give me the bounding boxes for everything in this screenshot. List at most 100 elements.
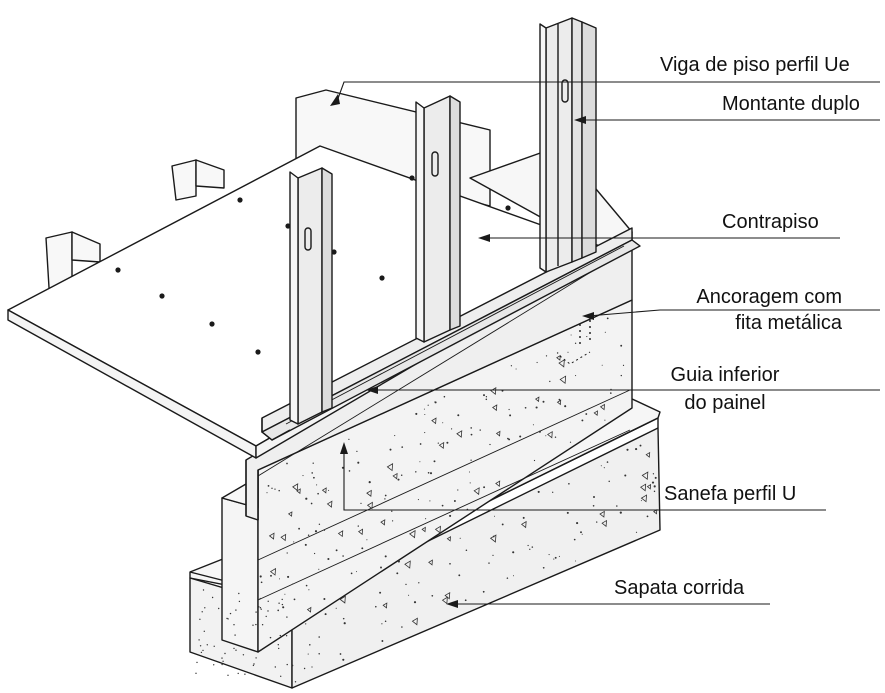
concrete-aggregate — [339, 595, 346, 604]
concrete-speck — [587, 408, 589, 410]
concrete-texture — [195, 317, 658, 683]
screw-dot — [209, 321, 215, 327]
concrete-speck — [269, 636, 272, 639]
concrete-speck — [282, 606, 285, 609]
concrete-aggregate — [593, 410, 598, 416]
concrete-speck — [278, 578, 281, 580]
concrete-speck — [501, 523, 504, 526]
concrete-speck — [624, 474, 627, 477]
concrete-aggregate — [386, 462, 394, 472]
concrete-speck — [442, 422, 444, 424]
concrete-speck — [512, 551, 515, 554]
concrete-speck — [328, 489, 330, 491]
concrete-speck — [342, 555, 344, 557]
concrete-speck — [226, 617, 228, 620]
concrete-aggregate — [326, 500, 333, 508]
concrete-speck — [324, 530, 326, 531]
leader-sanefa — [340, 442, 826, 511]
concrete-speck — [318, 523, 321, 525]
concrete-speck — [527, 544, 529, 547]
concrete-speck — [227, 674, 229, 676]
concrete-speck — [313, 552, 316, 555]
concrete-speck — [575, 560, 577, 562]
concrete-speck — [433, 460, 436, 463]
concrete-speck — [488, 562, 490, 564]
concrete-speck — [465, 549, 468, 552]
concrete-speck — [380, 566, 382, 569]
concrete-speck — [427, 471, 430, 474]
concrete-speck — [558, 555, 560, 557]
concrete-speck — [485, 398, 488, 401]
concrete-aggregate — [404, 560, 411, 569]
concrete-speck — [401, 626, 403, 628]
label-guia-2: do painel — [684, 392, 766, 414]
concrete-speck — [348, 438, 350, 441]
concrete-speck — [343, 622, 346, 625]
concrete-speck — [309, 644, 311, 646]
concrete-speck — [489, 443, 491, 446]
screw-dot — [159, 293, 165, 299]
concrete-speck — [441, 504, 444, 507]
concrete-speck — [259, 575, 262, 578]
concrete-speck — [274, 488, 276, 490]
concrete-speck — [202, 589, 205, 591]
concrete-speck — [221, 663, 223, 666]
concrete-speck — [601, 364, 603, 366]
concrete-speck — [434, 401, 436, 403]
concrete-speck — [483, 394, 485, 397]
concrete-speck — [443, 395, 446, 398]
concrete-speck — [482, 590, 485, 593]
concrete-aggregate — [357, 528, 364, 536]
concrete-speck — [553, 558, 555, 560]
leader-guia — [366, 386, 880, 394]
concrete-speck — [307, 653, 309, 655]
concrete-speck — [519, 435, 522, 438]
concrete-aggregate — [321, 487, 327, 494]
concrete-aggregate — [380, 519, 386, 526]
concrete-speck — [204, 607, 206, 609]
concrete-speck — [606, 317, 609, 320]
concrete-speck — [238, 600, 241, 603]
concrete-speck — [507, 437, 509, 440]
concrete-speck — [242, 654, 245, 656]
concrete-speck — [619, 511, 622, 514]
concrete-speck — [327, 557, 330, 561]
concrete-speck — [305, 497, 308, 500]
concrete-speck — [303, 667, 306, 670]
concrete-speck — [267, 610, 269, 612]
concrete-speck — [252, 624, 254, 626]
concrete-speck — [286, 462, 288, 465]
concrete-speck — [566, 511, 569, 514]
concrete-speck — [575, 375, 577, 377]
concrete-speck — [545, 355, 548, 357]
concrete-speck — [255, 657, 257, 659]
concrete-speck — [199, 618, 201, 620]
concrete-speck — [394, 435, 396, 437]
screw-dot — [331, 249, 337, 255]
concrete-speck — [431, 594, 434, 597]
concrete-speck — [348, 470, 351, 472]
concrete-aggregate — [558, 359, 565, 368]
label-viga-de-piso: Viga de piso perfil Ue — [660, 54, 850, 76]
concrete-speck — [233, 647, 235, 650]
concrete-speck — [260, 608, 262, 610]
concrete-speck — [291, 664, 294, 667]
concrete-aggregate — [491, 404, 498, 412]
concrete-speck — [522, 516, 525, 519]
concrete-speck — [285, 635, 288, 637]
concrete-aggregate — [438, 441, 445, 449]
concrete-speck — [266, 492, 268, 494]
concrete-speck — [313, 476, 315, 479]
concrete-speck — [357, 525, 359, 527]
concrete-speck — [469, 482, 471, 484]
concrete-speck — [316, 484, 318, 486]
stud-left — [289, 167, 333, 425]
concrete-speck — [277, 644, 279, 646]
concrete-speck — [449, 514, 452, 517]
concrete-speck — [510, 365, 513, 367]
concrete-speck — [581, 533, 583, 535]
concrete-speck — [639, 444, 642, 447]
concrete-speck — [366, 539, 368, 541]
concrete-speck — [586, 336, 588, 338]
concrete-speck — [286, 616, 288, 618]
